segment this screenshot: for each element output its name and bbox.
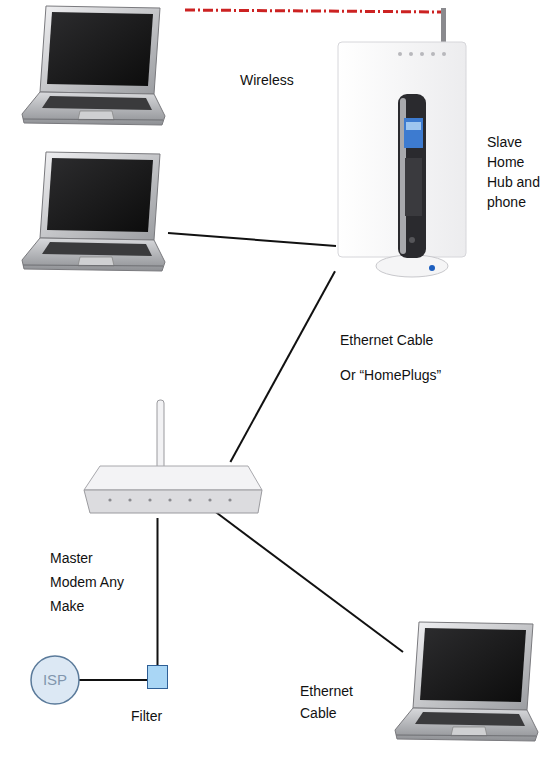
- modem-light: [188, 498, 191, 501]
- hub-light: [442, 52, 446, 56]
- hub-box: Slave Home Hub and phone: [335, 40, 470, 275]
- handset-keypad: [405, 158, 422, 216]
- handset-mic: [409, 237, 415, 243]
- hub-light: [409, 52, 413, 56]
- annotation-label: Wireless: [240, 70, 330, 90]
- phone-dock: [376, 255, 448, 277]
- connector-line: [157, 518, 159, 665]
- hub-light: [420, 52, 424, 56]
- laptop-picture: [22, 6, 165, 125]
- ethernet-wire: [213, 510, 403, 652]
- node-label: Filter: [131, 706, 191, 726]
- modem-light: [168, 498, 171, 501]
- node-label: ISP: [30, 655, 80, 705]
- handset-screen: [406, 122, 421, 130]
- node-label: Master Modem Any Make: [50, 546, 126, 618]
- modem-picture: [84, 400, 262, 513]
- phone-handset: [398, 94, 426, 258]
- laptop-picture: [395, 622, 538, 741]
- modem-light: [128, 498, 131, 501]
- isp-circle: ISP: [30, 655, 80, 705]
- modem-front: [84, 490, 262, 513]
- ethernet-wire: [168, 233, 336, 246]
- modem-light: [228, 498, 231, 501]
- handset-screen: [404, 118, 423, 148]
- modem-box: Master Modem Any Make: [82, 462, 264, 518]
- modem-top: [84, 466, 262, 490]
- hub-light: [398, 52, 402, 56]
- node-label: Slave Home Hub and phone: [487, 132, 541, 212]
- modem-light: [148, 498, 151, 501]
- isp-circle-shape: [31, 656, 79, 704]
- connector-line: [79, 679, 147, 681]
- modem-antenna: [157, 400, 164, 470]
- laptop-picture: [22, 152, 165, 271]
- modem-light: [108, 498, 111, 501]
- hub-picture: [338, 8, 466, 277]
- connector-line: [230, 271, 335, 462]
- filter-box: Filter: [147, 665, 168, 689]
- annotation-label: Or “HomePlugs”: [340, 365, 480, 385]
- edge-label: Ethernet Cable: [340, 330, 460, 350]
- hub-light: [431, 52, 435, 56]
- annotation-label: Ethernet Cable: [300, 680, 370, 724]
- modem-light: [208, 498, 211, 501]
- hub-body: [338, 42, 466, 257]
- dock-light: [429, 265, 435, 271]
